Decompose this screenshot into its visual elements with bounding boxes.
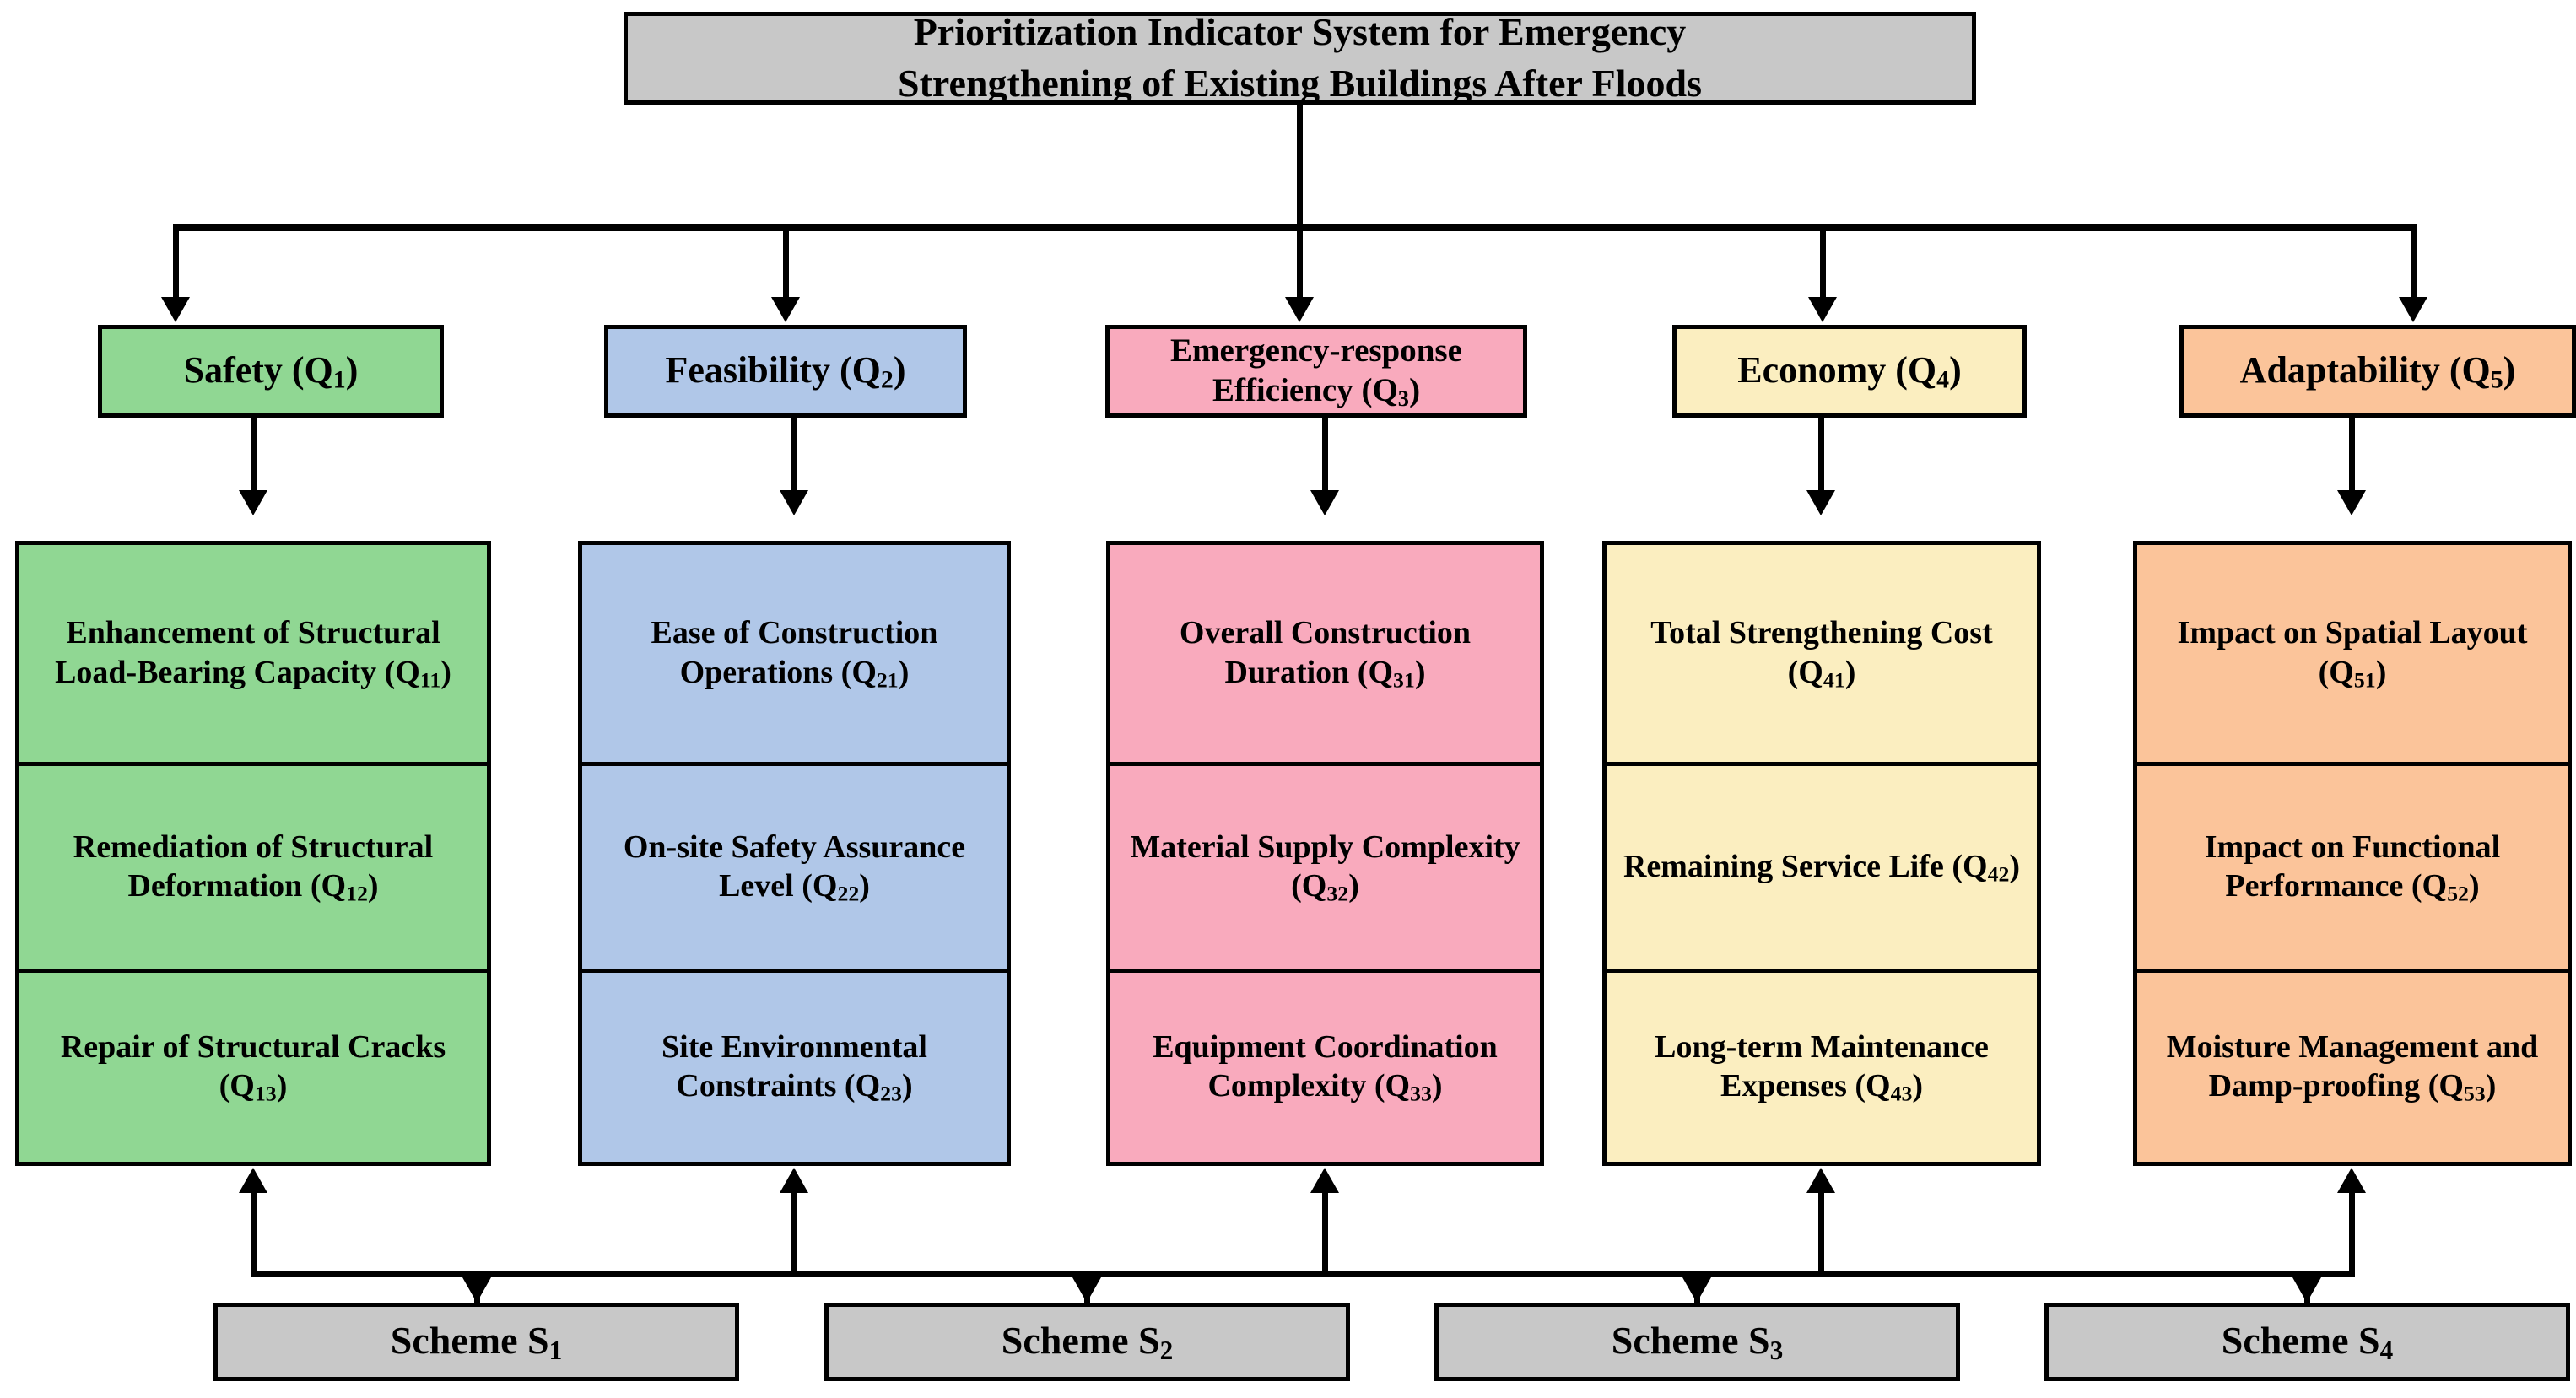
- subcriteria-cell-q32[interactable]: Material Supply Complexity (Q32): [1110, 766, 1540, 973]
- criteria-box-emergency-response-efficiency[interactable]: Emergency-response Efficiency (Q3): [1105, 325, 1527, 418]
- subcriteria-cell-q12[interactable]: Remediation of Structural Deformation (Q…: [19, 766, 487, 973]
- criteria-label-economy: Economy (Q4): [1737, 348, 1962, 394]
- subcriteria-cell-q21[interactable]: Ease of Construction Operations (Q21): [582, 545, 1007, 766]
- subcriteria-cell-q13[interactable]: Repair of Structural Cracks (Q13): [60, 1028, 446, 1106]
- goal-stem-line: [1297, 105, 1303, 228]
- scheme-box-s2[interactable]: Scheme S2: [824, 1303, 1350, 1381]
- scheme-arrow-2: [1682, 1277, 1711, 1303]
- subcriteria-arrow-3: [1806, 490, 1835, 515]
- criteria-label-adaptability: Adaptability (Q5): [2239, 348, 2516, 394]
- scheme-to-subcriteria-line-1: [791, 1190, 797, 1277]
- subcriteria-cell-q52[interactable]: Impact on Functional Performance (Q52): [2137, 766, 2568, 973]
- scheme-to-subcriteria-arrow-0: [239, 1168, 267, 1193]
- subcriteria-column-safety: Enhancement of Structural Load-Bearing C…: [15, 541, 491, 1166]
- goal-title-line1: Prioritization Indicator System for Emer…: [913, 10, 1687, 54]
- scheme-to-subcriteria-arrow-1: [780, 1168, 808, 1193]
- scheme-label-s4: Scheme S4: [2221, 1318, 2394, 1365]
- subcriteria-cell-q43[interactable]: Long-term Maintenance Expenses (Q43): [1655, 1028, 1989, 1106]
- scheme-bus-line: [251, 1271, 2355, 1277]
- criteria-box-safety[interactable]: Safety (Q1): [98, 325, 444, 418]
- scheme-arrow-1: [1072, 1277, 1101, 1303]
- criteria-arrow-3: [1808, 297, 1837, 322]
- subcriteria-cell-q53[interactable]: Moisture Management and Damp-proofing (Q…: [2166, 1028, 2539, 1106]
- subcriteria-arrow-4: [2337, 490, 2366, 515]
- subcriteria-cell-q41[interactable]: Total Strengthening Cost (Q41): [1607, 545, 2037, 766]
- goal-box: Prioritization Indicator System for Emer…: [624, 10, 1976, 105]
- scheme-label-s1: Scheme S1: [390, 1318, 563, 1365]
- scheme-arrow-0: [462, 1277, 491, 1303]
- criteria-drop-line-3: [1820, 224, 1826, 297]
- scheme-to-subcriteria-arrow-3: [1806, 1168, 1835, 1193]
- criteria-arrow-1: [771, 297, 800, 322]
- criteria-drop-line-4: [2411, 224, 2417, 297]
- subcriteria-column-adaptability: Impact on Spatial Layout (Q51) Impact on…: [2133, 541, 2572, 1166]
- scheme-to-subcriteria-arrow-4: [2337, 1168, 2366, 1193]
- scheme-to-subcriteria-line-0: [251, 1190, 257, 1277]
- criteria-arrow-0: [161, 297, 190, 322]
- subcriteria-cell-q22[interactable]: On-site Safety Assurance Level (Q22): [582, 766, 1007, 973]
- subcriteria-column-feasibility: Ease of Construction Operations (Q21) On…: [578, 541, 1011, 1166]
- criteria-label-feasibility: Feasibility (Q2): [665, 348, 906, 394]
- subcriteria-link-line-4: [2349, 418, 2355, 490]
- scheme-box-s4[interactable]: Scheme S4: [2044, 1303, 2570, 1381]
- criteria-box-feasibility[interactable]: Feasibility (Q2): [604, 325, 967, 418]
- subcriteria-cell-q33[interactable]: Equipment Coordination Complexity (Q33): [1153, 1028, 1498, 1106]
- subcriteria-arrow-2: [1310, 490, 1339, 515]
- scheme-to-subcriteria-line-3: [1818, 1190, 1824, 1277]
- subcriteria-column-economy: Total Strengthening Cost (Q41) Remaining…: [1602, 541, 2041, 1166]
- subcriteria-cell-q31[interactable]: Overall Construction Duration (Q31): [1110, 545, 1540, 766]
- scheme-box-s1[interactable]: Scheme S1: [213, 1303, 739, 1381]
- subcriteria-cell-q11[interactable]: Enhancement of Structural Load-Bearing C…: [19, 545, 487, 766]
- subcriteria-arrow-1: [780, 490, 808, 515]
- criteria-drop-line-1: [783, 224, 789, 297]
- criteria-arrow-2: [1285, 297, 1314, 322]
- criteria-bus-line: [173, 224, 2417, 231]
- criteria-drop-line-2: [1297, 224, 1303, 297]
- goal-title-line2: Strengthening of Existing Buildings Afte…: [898, 62, 1702, 105]
- subcriteria-cell-q23[interactable]: Site Environmental Constraints (Q23): [662, 1028, 927, 1106]
- criteria-box-adaptability[interactable]: Adaptability (Q5): [2179, 325, 2576, 418]
- subcriteria-cell-q42[interactable]: Remaining Service Life (Q42): [1607, 766, 2037, 973]
- criteria-box-economy[interactable]: Economy (Q4): [1672, 325, 2027, 418]
- subcriteria-link-line-0: [251, 418, 257, 490]
- subcriteria-column-emergency-response-efficiency: Overall Construction Duration (Q31) Mate…: [1106, 541, 1544, 1166]
- criteria-label-emergency-response-efficiency: Emergency-response Efficiency (Q3): [1170, 332, 1462, 412]
- scheme-box-s3[interactable]: Scheme S3: [1434, 1303, 1960, 1381]
- subcriteria-cell-q51[interactable]: Impact on Spatial Layout (Q51): [2137, 545, 2568, 766]
- criteria-arrow-4: [2399, 297, 2427, 322]
- scheme-arrow-3: [2292, 1277, 2321, 1303]
- subcriteria-link-line-1: [791, 418, 797, 490]
- scheme-to-subcriteria-line-4: [2349, 1190, 2355, 1277]
- subcriteria-arrow-0: [239, 490, 267, 515]
- subcriteria-link-line-2: [1322, 418, 1328, 490]
- subcriteria-link-line-3: [1818, 418, 1824, 490]
- scheme-label-s2: Scheme S2: [1001, 1318, 1174, 1365]
- scheme-to-subcriteria-arrow-2: [1310, 1168, 1339, 1193]
- scheme-label-s3: Scheme S3: [1611, 1318, 1784, 1365]
- scheme-to-subcriteria-line-2: [1322, 1190, 1328, 1277]
- criteria-drop-line-0: [173, 224, 179, 297]
- criteria-label-safety: Safety (Q1): [183, 348, 359, 394]
